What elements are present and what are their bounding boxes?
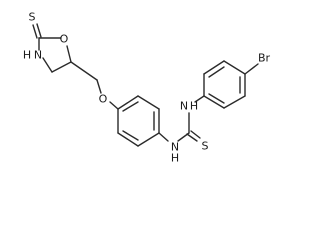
- atom-labels: S H N O O N H N H S Br: [23, 11, 271, 165]
- thiourea-group: [158, 95, 205, 142]
- atom-label-n-oxazolidine: N: [34, 49, 42, 62]
- atom-label-br: Br: [258, 52, 271, 65]
- oxazolidine-thione-ring: [32, 23, 72, 73]
- bond-ch2-o: [96, 79, 102, 94]
- bond-aryl-br: [244, 63, 259, 75]
- bond-n-c4: [42, 57, 53, 73]
- atom-label-h-thiourea-lower: H: [171, 152, 179, 165]
- bond-c2-s-double-b: [36, 23, 42, 38]
- bond-c5-o: [66, 45, 72, 63]
- methylene-linker: [70, 61, 119, 110]
- molecule-structure: S H N O O N H N H S Br: [23, 11, 271, 165]
- ring1-inner-double: [122, 101, 139, 112]
- ring1-inner-double: [122, 130, 139, 141]
- ring2-bond: [223, 95, 246, 109]
- bond-c-s-double-a: [186, 133, 198, 142]
- atom-label-o-ring: O: [60, 33, 69, 46]
- bond-c2-s-double-a: [32, 24, 38, 39]
- atom-label-h-thiourea-upper: H: [190, 100, 198, 113]
- bond-n-aryl: [194, 95, 205, 103]
- ring2-inner-double: [208, 66, 225, 78]
- ring1-bond: [137, 132, 160, 147]
- atom-label-h-oxazolidine: H: [23, 49, 31, 62]
- atom-label-n-thiourea-lower: N: [171, 141, 179, 154]
- ring1-bond: [117, 95, 139, 110]
- ring2-bond: [203, 95, 225, 109]
- bond-c-s-double-b: [190, 130, 201, 139]
- phenoxy-benzene-ring: [117, 95, 160, 147]
- ring2-bond: [203, 60, 225, 75]
- ring1-bond: [117, 132, 139, 147]
- bromophenyl-benzene-ring: [203, 60, 259, 109]
- atom-label-s-thione: S: [29, 11, 36, 24]
- atom-label-s-thiourea: S: [202, 140, 209, 153]
- atom-label-n-thiourea-upper: N: [180, 100, 188, 113]
- bond-o-aryl: [109, 101, 119, 110]
- bond-c5-ch2: [70, 61, 98, 81]
- ring2-inner-double: [208, 93, 225, 104]
- bond-c4-c5: [51, 61, 72, 73]
- ring1-bond: [137, 95, 160, 110]
- atom-label-o-ether: O: [99, 93, 108, 106]
- bond-aryl-n: [158, 132, 169, 142]
- ring2-bond: [223, 60, 246, 75]
